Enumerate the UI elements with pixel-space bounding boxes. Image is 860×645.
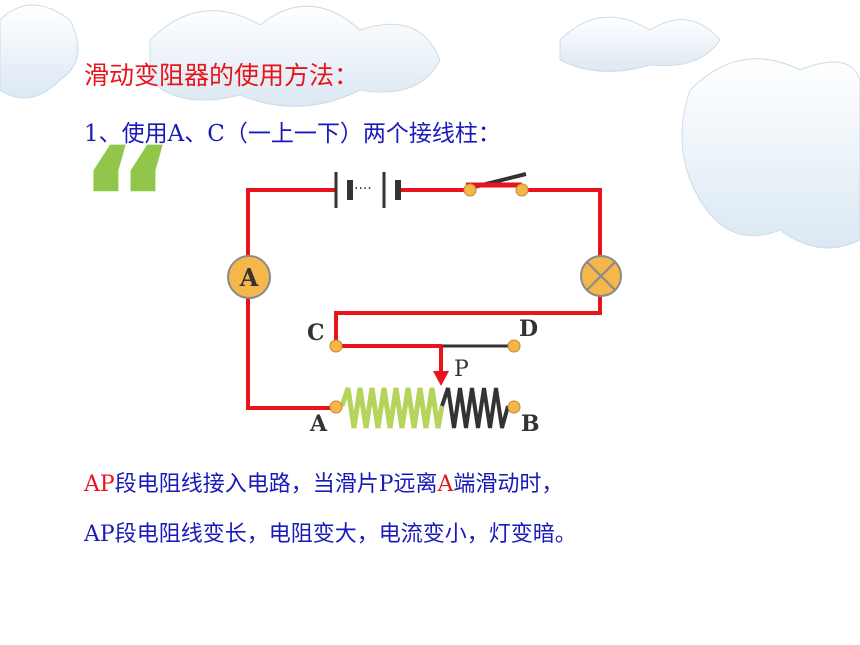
- label-c: C: [307, 320, 325, 346]
- battery-icon: ····: [334, 172, 401, 208]
- left-wire: [246, 188, 336, 410]
- label-b: B: [521, 411, 540, 437]
- right-wire: [334, 188, 602, 348]
- explanation-line-1: AP段电阻线接入电路，当滑片P远离A端滑动时，: [84, 466, 563, 498]
- ammeter-icon: A: [227, 255, 271, 299]
- lamp-icon: [580, 255, 622, 297]
- quote-mark-icon: “: [78, 116, 177, 290]
- battery-dots: ····: [354, 181, 372, 197]
- ammeter-label: A: [239, 263, 259, 292]
- label-a: A: [309, 411, 328, 437]
- explanation-text-end: 端滑动时，: [453, 472, 564, 497]
- step-heading: 1、使用A、C（一上一下）两个接线柱：: [84, 121, 501, 147]
- ap-segment-red: AP: [84, 472, 115, 497]
- slide-title: 滑动变阻器的使用方法：: [84, 61, 360, 90]
- inactive-coil: [440, 387, 510, 429]
- terminal-a: [329, 400, 343, 414]
- label-d: D: [519, 316, 538, 342]
- switch-icon: [463, 172, 529, 197]
- terminal-c: [329, 339, 343, 353]
- circuit-wires: [246, 188, 602, 410]
- terminal-b: [507, 400, 521, 414]
- active-coil: [339, 387, 445, 429]
- explanation-text: 段电阻线接入电路，当滑片P远离: [114, 472, 438, 497]
- terminal-d: [507, 339, 521, 353]
- a-end-red: A: [437, 472, 454, 497]
- label-p: P: [454, 357, 469, 382]
- explanation-line-2: AP段电阻线变长，电阻变大，电流变小，灯变暗。: [84, 522, 577, 547]
- slider-p-arrow: [433, 346, 449, 386]
